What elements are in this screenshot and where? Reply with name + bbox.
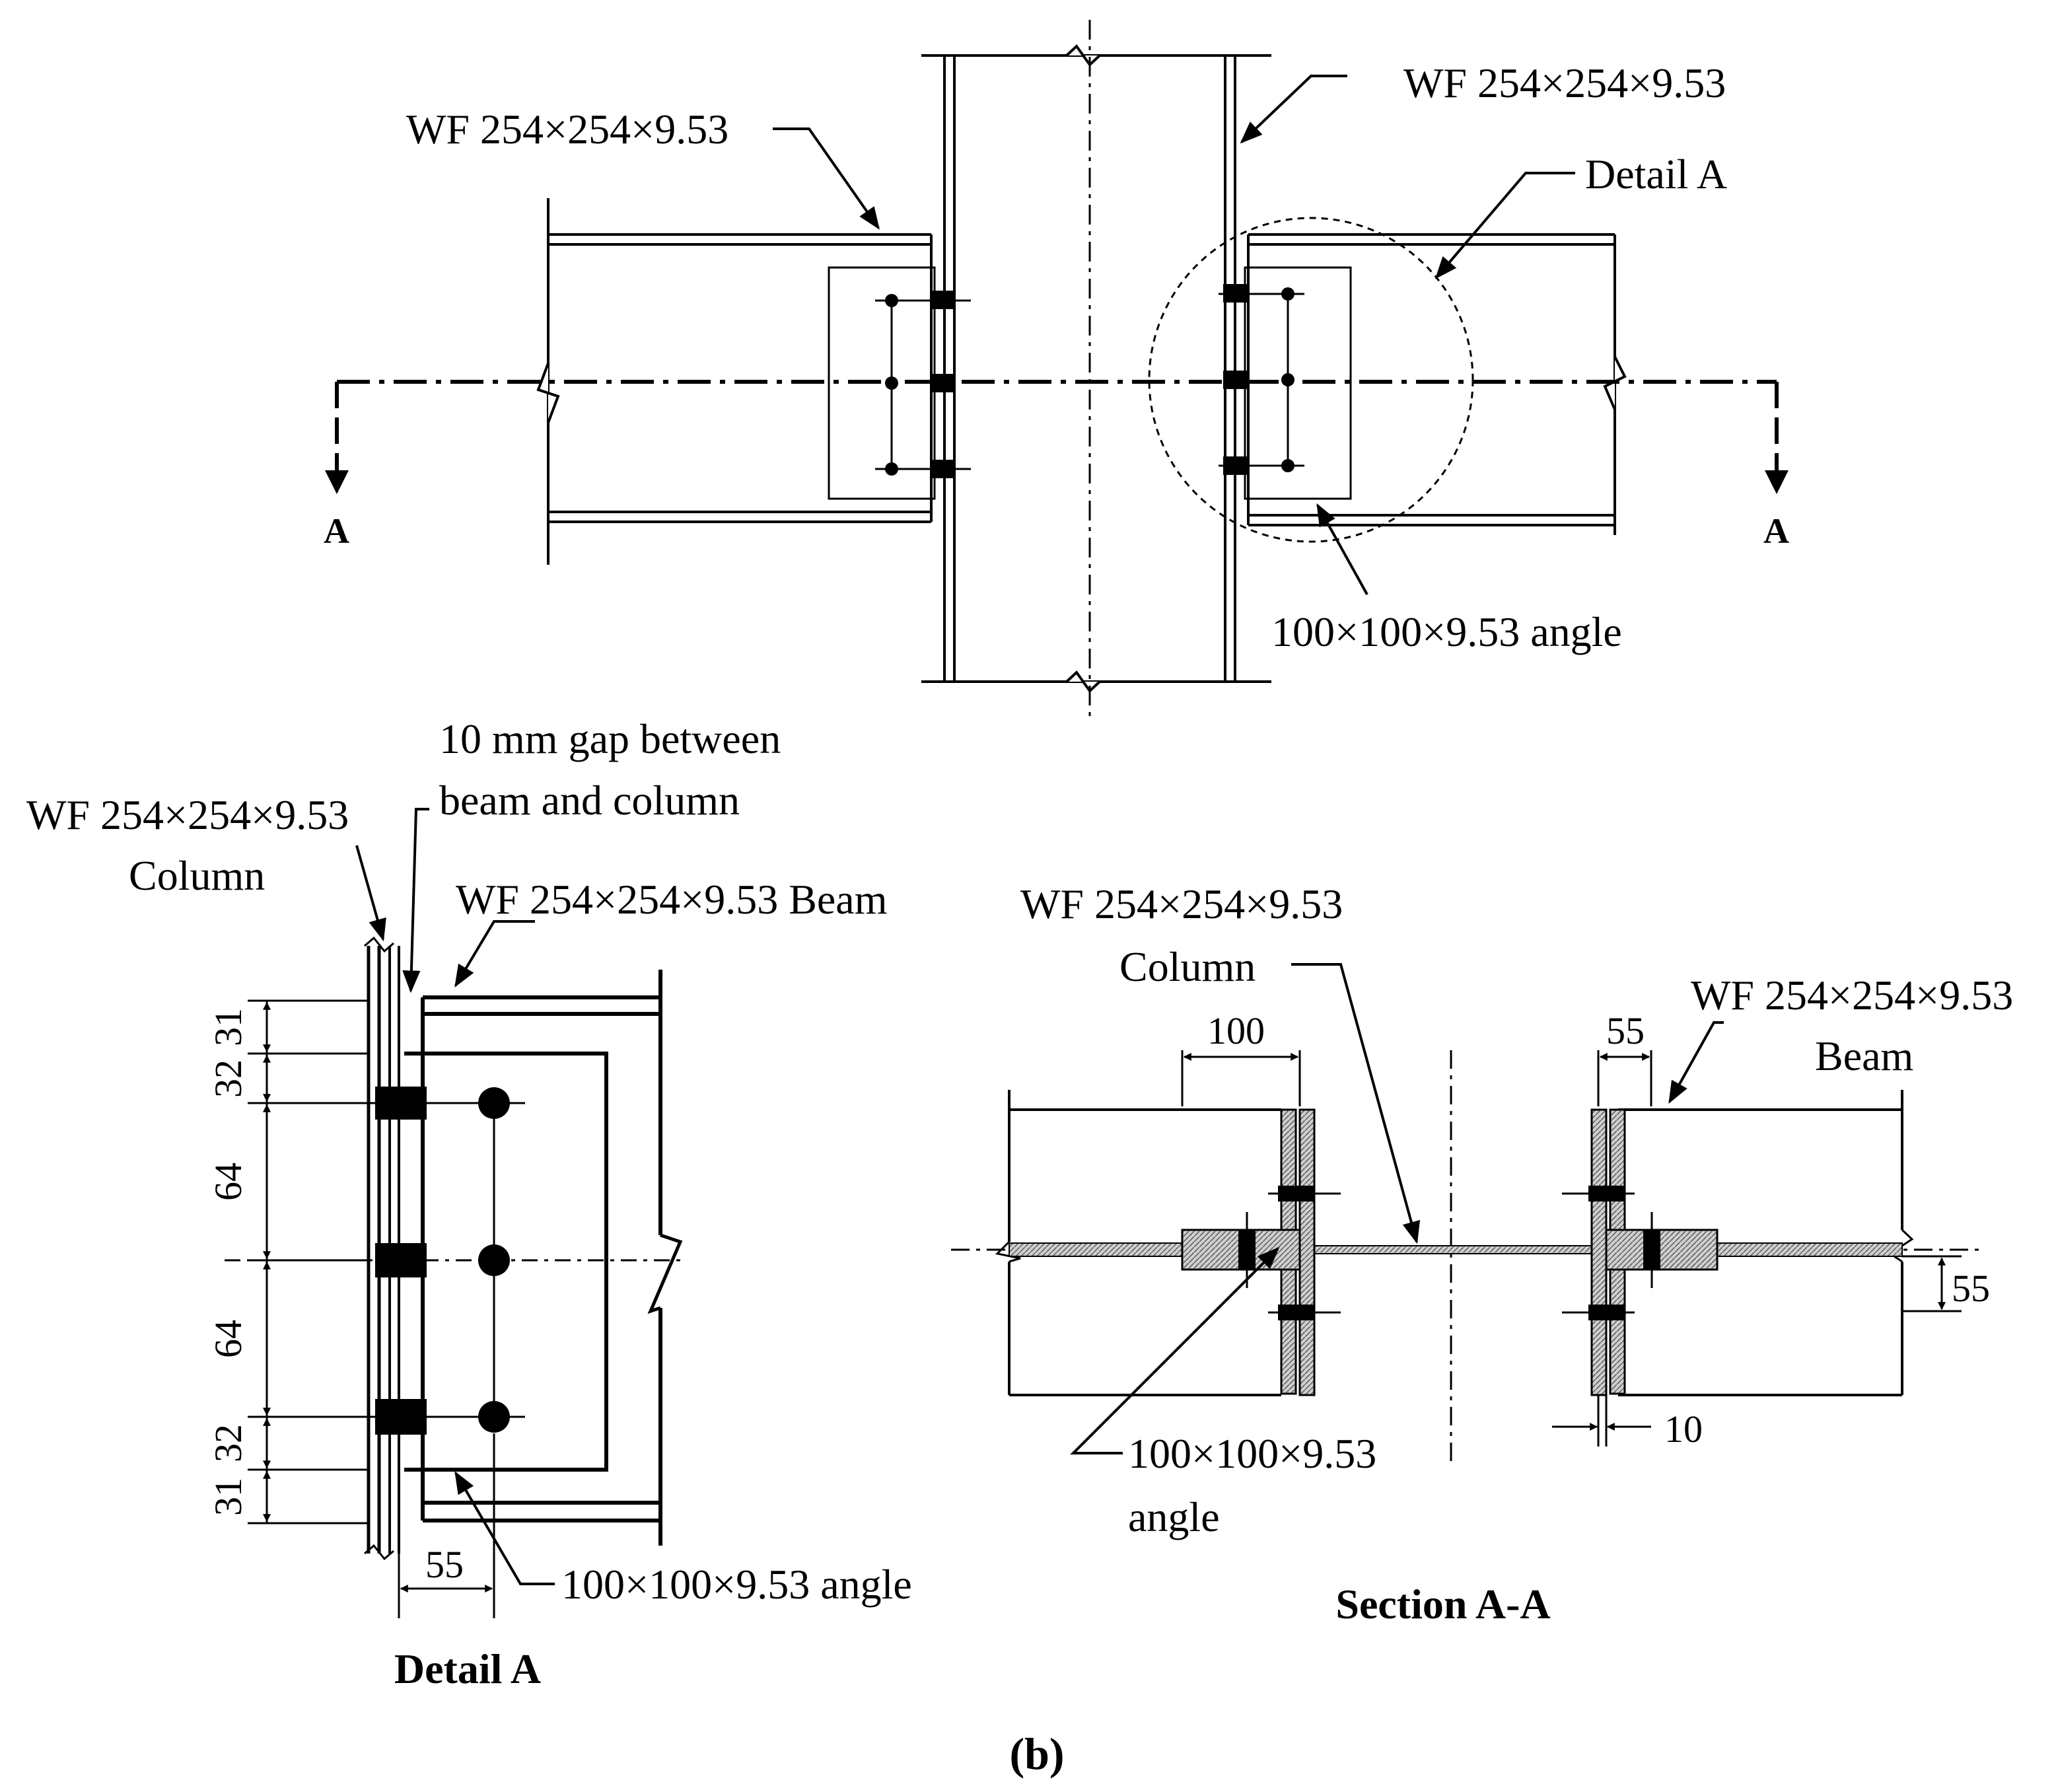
leader-section-angle — [1070, 1246, 1280, 1454]
section-column-flange-left — [1298, 1108, 1316, 1396]
detail-beam — [421, 970, 683, 1546]
detail-angle — [404, 1052, 608, 1472]
label-section-beam-line2: Beam — [1815, 1032, 1913, 1079]
label-detail-column-line2: Column — [129, 852, 265, 899]
detail-a-view: 31 32 64 64 32 31 55 10 mm gap between b… — [26, 715, 912, 1692]
section-aa-view: 100 55 55 10 WF 254×254×9.53 Column WF 2… — [951, 880, 2013, 1628]
right-beam-elevation — [1244, 233, 1627, 535]
dim-10-section: 10 — [1664, 1408, 1703, 1451]
section-line-aa — [325, 380, 1789, 494]
dim-64-top: 64 — [207, 1163, 250, 1201]
detail-vertical-dims — [248, 999, 370, 1524]
dim-32-top: 32 — [207, 1059, 250, 1098]
leader-detail-gap — [402, 808, 429, 993]
section-dims — [1181, 1050, 1962, 1447]
section-bolts — [1238, 1186, 1660, 1320]
section-mark-left: A — [324, 511, 349, 551]
dim-55-detail: 55 — [425, 1543, 464, 1586]
label-section-angle-line1: 100×100×9.53 — [1128, 1430, 1376, 1477]
section-mark-right: A — [1763, 511, 1789, 551]
leader-detail-beam — [454, 920, 535, 987]
label-section-beam-line1: WF 254×254×9.53 — [1691, 972, 2013, 1019]
dim-31-top: 31 — [207, 1008, 250, 1046]
section-left-beam — [995, 1090, 1281, 1396]
label-detail-angle: 100×100×9.53 angle — [561, 1561, 912, 1608]
leader-section-beam — [1668, 1021, 1724, 1104]
detail-bolts — [225, 1087, 687, 1435]
column-elevation — [921, 44, 1271, 694]
label-section-column-line1: WF 254×254×9.53 — [1020, 880, 1343, 927]
dim-31-bottom: 31 — [207, 1478, 250, 1516]
label-beam-left: WF 254×254×9.53 — [406, 106, 728, 153]
detail-a-callout-circle — [1148, 217, 1474, 543]
label-detail-a: Detail A — [1585, 151, 1727, 197]
elevation-view: A A WF 254×254×9.53 WF 254×254×9.53 Deta… — [324, 20, 1789, 720]
leader-detail-angle — [454, 1471, 555, 1585]
dim-55-section-top: 55 — [1606, 1009, 1645, 1052]
dim-100-section: 100 — [1207, 1009, 1265, 1052]
leader-angle-elevation — [1316, 503, 1368, 595]
label-section-column-line2: Column — [1119, 943, 1256, 990]
leader-detail-a — [1435, 172, 1575, 279]
left-bolt-group — [875, 291, 971, 478]
label-column-right: WF 254×254×9.53 — [1403, 59, 1726, 106]
label-angle-elevation: 100×100×9.53 angle — [1271, 608, 1622, 655]
label-section-angle-line2: angle — [1128, 1493, 1220, 1540]
right-bolt-group — [1219, 284, 1304, 475]
leader-column-right — [1240, 75, 1347, 144]
leader-detail-column — [355, 845, 386, 942]
label-detail-beam: WF 254×254×9.53 Beam — [456, 876, 887, 923]
leader-section-column — [1291, 963, 1421, 1244]
section-column-flange-right — [1590, 1108, 1608, 1396]
label-gap-line2: beam and column — [439, 777, 740, 824]
label-gap-line1: 10 mm gap between — [439, 715, 781, 762]
label-detail-column-line1: WF 254×254×9.53 — [26, 791, 349, 838]
section-column-web — [1314, 1245, 1592, 1254]
detail-horizontal-dim — [398, 1433, 495, 1618]
detail-a-title: Detail A — [394, 1645, 541, 1692]
figure-label: (b) — [1009, 1729, 1064, 1779]
section-aa-title: Section A-A — [1335, 1581, 1550, 1628]
dim-55-section-side: 55 — [1952, 1267, 1990, 1310]
dim-32-bottom: 32 — [207, 1424, 250, 1462]
leader-beam-left — [773, 127, 880, 230]
dim-64-bottom: 64 — [207, 1320, 250, 1358]
